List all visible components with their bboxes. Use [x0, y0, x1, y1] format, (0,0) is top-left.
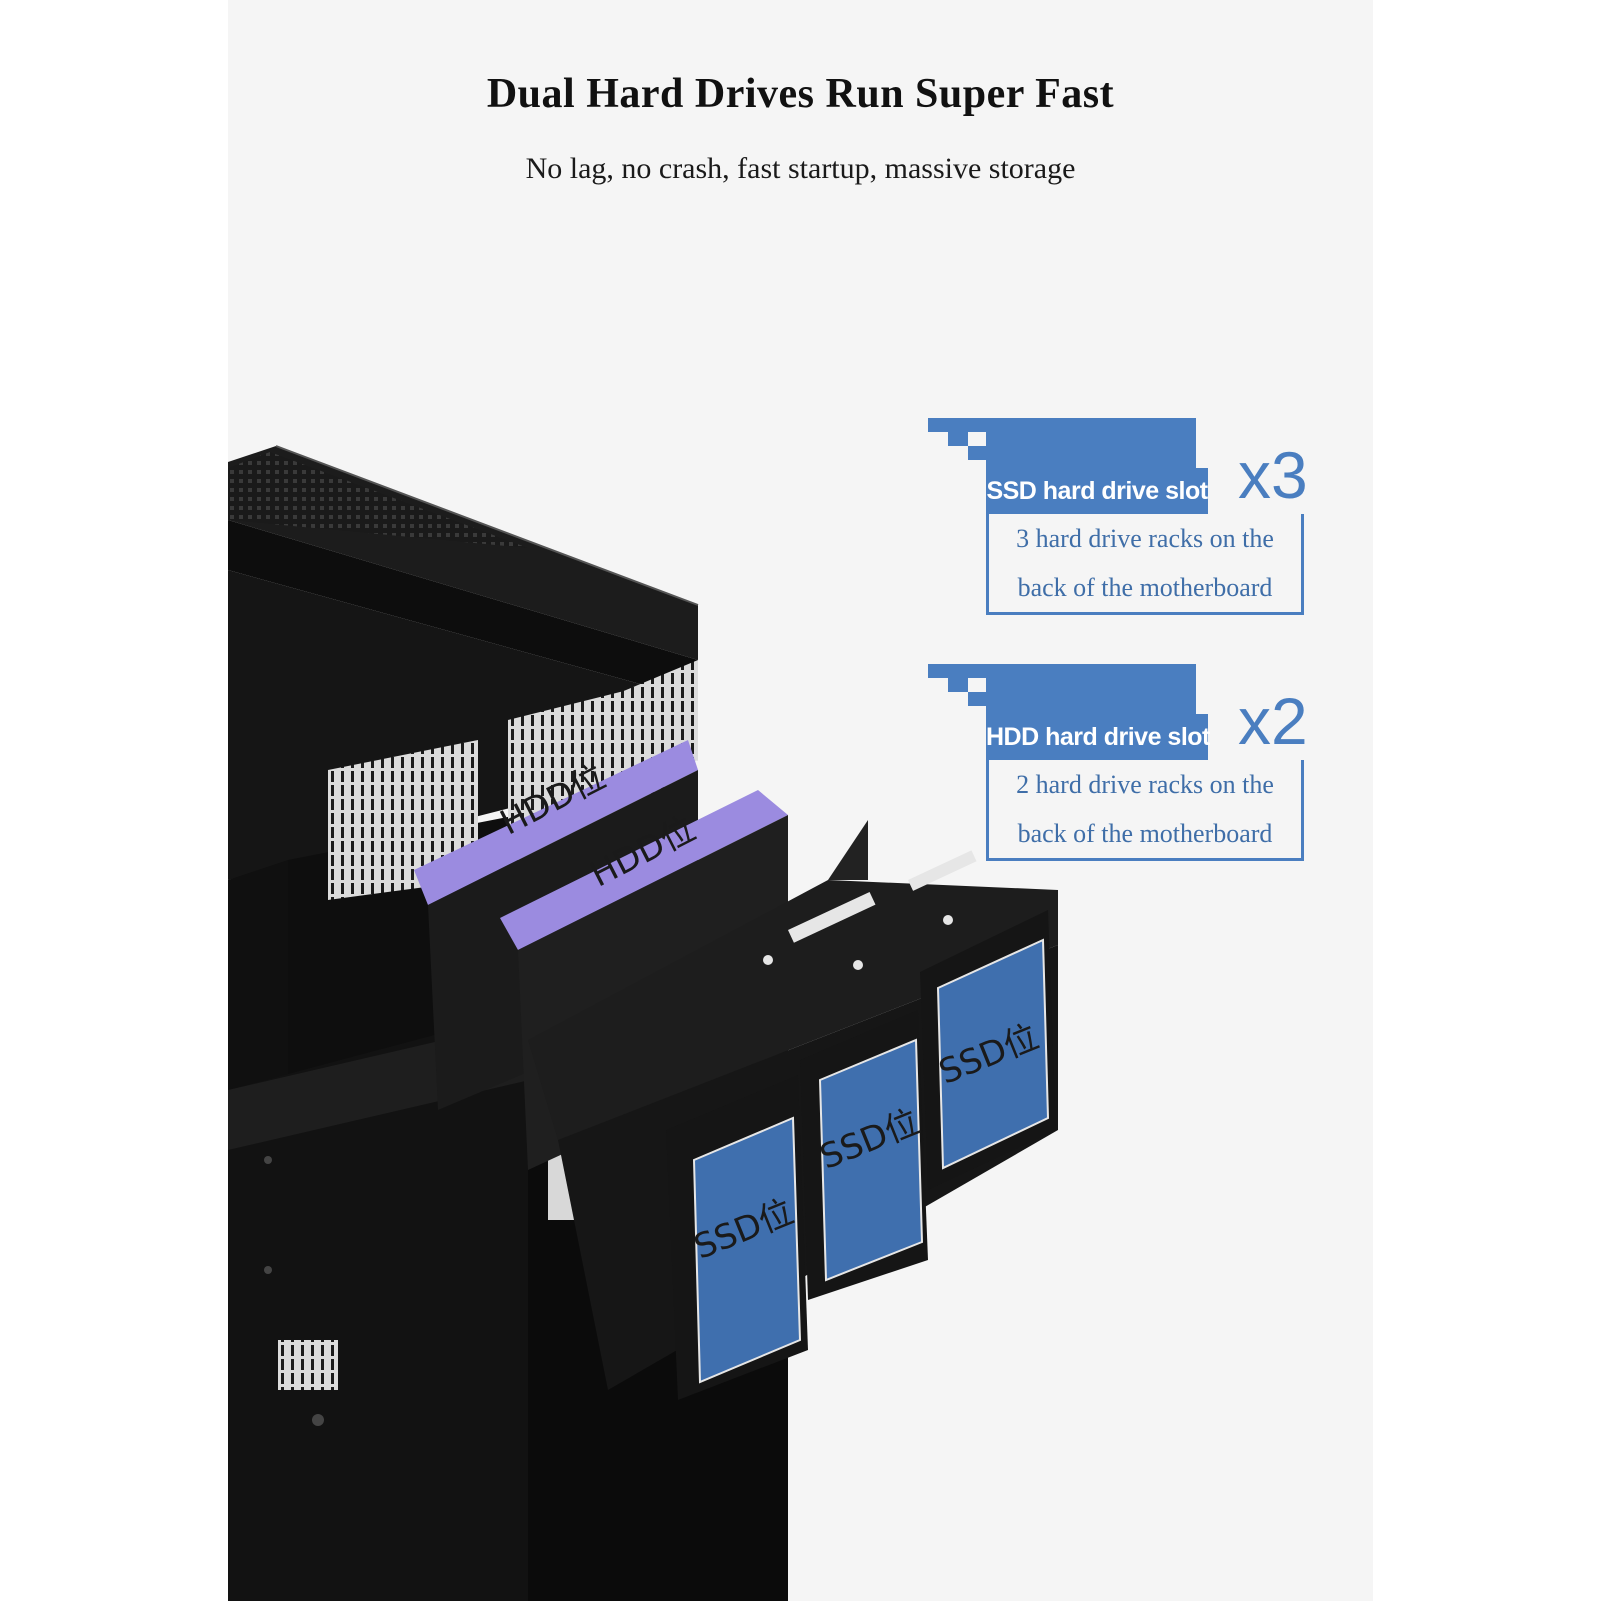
- pixel-decoration: [928, 664, 948, 678]
- headline: Dual Hard Drives Run Super Fast: [486, 71, 1115, 117]
- hdd-description-line1: 2 hard drive racks on the: [1016, 770, 1274, 799]
- ssd-tray-3: SSD位: [920, 910, 1056, 1190]
- ssd-slot-description: 3 hard drive racks on the back of the mo…: [989, 514, 1301, 612]
- subheadline: No lag, no crash, fast startup, massive …: [525, 152, 1076, 185]
- hdd-slot-callout: HDD hard drive slot x2 2 hard drive rack…: [928, 664, 1348, 874]
- ssd-slot-count: x3: [1238, 438, 1308, 512]
- pixel-decoration: [968, 446, 986, 460]
- product-panel: Dual Hard Drives Run Super Fast No lag, …: [228, 0, 1373, 1601]
- pixel-decoration: [968, 692, 986, 706]
- ssd-tray-1: SSD位: [666, 1075, 808, 1400]
- ssd-slot-label: SSD hard drive slot: [986, 468, 1208, 514]
- pc-case-illustration: HDD位 HDD位 SSD位 SSD位: [228, 445, 1058, 1601]
- pixel-decoration: [948, 678, 968, 692]
- pixel-decoration: [948, 432, 968, 446]
- hdd-slot-description-box: 2 hard drive racks on the back of the mo…: [986, 760, 1304, 861]
- pixel-decoration: [928, 418, 948, 432]
- hdd-slot-description: 2 hard drive racks on the back of the mo…: [989, 760, 1301, 858]
- hdd-slot-count: x2: [1238, 684, 1308, 758]
- hdd-description-line2: back of the motherboard: [1017, 819, 1273, 848]
- hdd-slot-label: HDD hard drive slot: [986, 714, 1210, 760]
- ssd-description-line1: 3 hard drive racks on the: [1016, 524, 1274, 553]
- case-top-panel: [228, 445, 699, 700]
- pixel-decoration: [948, 664, 986, 678]
- ssd-slot-description-box: 3 hard drive racks on the back of the mo…: [986, 514, 1304, 615]
- ssd-slot-callout: SSD hard drive slot x3 3 hard drive rack…: [928, 418, 1348, 628]
- pixel-decoration: [948, 418, 986, 432]
- ssd-description-line2: back of the motherboard: [1017, 573, 1273, 602]
- ssd-tray-2: SSD位: [800, 1010, 928, 1300]
